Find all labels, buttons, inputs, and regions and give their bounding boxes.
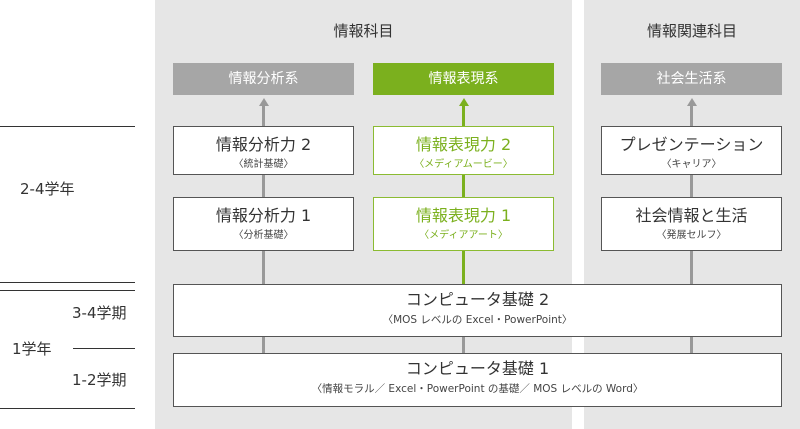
category-expression: 情報表現系: [373, 63, 554, 95]
course-computer-1-sub: 〈情報モラル／ Excel・PowerPoint の基礎／ MOS レベルの W…: [311, 383, 644, 395]
course-analysis-1-sub: 〈分析基礎〉: [233, 230, 294, 241]
course-expression-2: 情報表現力 2 〈メディアムービー〉: [373, 126, 554, 175]
connector-analysis-top: [262, 102, 265, 126]
course-computer-1: コンピュータ基礎 1 〈情報モラル／ Excel・PowerPoint の基礎／…: [173, 353, 782, 407]
connector-expression-low: [462, 251, 465, 284]
label-grade-1: 1学年: [12, 340, 52, 358]
divider-grade-1: [73, 348, 135, 349]
course-analysis-1-title: 情報分析力 1: [215, 206, 312, 225]
course-presentation-title: プレゼンテーション: [619, 135, 764, 154]
divider-bottom: [0, 408, 135, 409]
panel-info-title: 情報科目: [333, 22, 394, 40]
divider-grade-split-lower: [0, 290, 135, 291]
course-computer-2-sub: 〈MOS レベルの Excel・PowerPoint〉: [382, 314, 573, 326]
label-grade-2-4: 2-4学年: [20, 180, 75, 198]
course-presentation-sub: 〈キャリア〉: [661, 159, 722, 170]
arrow-up-expression-icon: [458, 98, 469, 106]
category-analysis: 情報分析系: [173, 63, 354, 95]
course-analysis-2-title: 情報分析力 2: [215, 135, 312, 154]
label-term-1-2: 1-2学期: [72, 371, 127, 389]
label-term-3-4: 3-4学期: [72, 304, 127, 322]
course-expression-2-title: 情報表現力 2: [415, 135, 512, 154]
course-analysis-2-sub: 〈統計基礎〉: [233, 159, 294, 170]
arrow-up-analysis-icon: [258, 98, 269, 106]
panel-related-title: 情報関連科目: [646, 22, 737, 40]
connector-expression-mid: [462, 175, 465, 197]
connector-social-low: [690, 251, 693, 284]
course-computer-2: コンピュータ基礎 2 〈MOS レベルの Excel・PowerPoint〉: [173, 284, 782, 337]
course-computer-2-title: コンピュータ基礎 2: [405, 290, 550, 309]
category-social: 社会生活系: [601, 63, 782, 95]
divider-top: [0, 126, 135, 127]
connector-social-top: [690, 102, 693, 126]
arrow-up-social-icon: [686, 98, 697, 106]
course-social-info-sub: 〈発展セルフ〉: [656, 230, 727, 241]
connector-analysis-low: [262, 251, 265, 284]
course-presentation: プレゼンテーション 〈キャリア〉: [601, 126, 782, 175]
connector-analysis-base: [262, 337, 265, 353]
course-social-info: 社会情報と生活 〈発展セルフ〉: [601, 197, 782, 251]
course-expression-1-sub: 〈メディアアート〉: [419, 230, 508, 241]
connector-expression-base: [462, 337, 465, 353]
course-expression-1: 情報表現力 1 〈メディアアート〉: [373, 197, 554, 251]
divider-grade-split-upper: [0, 282, 135, 283]
course-analysis-2: 情報分析力 2 〈統計基礎〉: [173, 126, 354, 175]
course-expression-1-title: 情報表現力 1: [415, 206, 512, 225]
connector-analysis-mid: [262, 175, 265, 197]
connector-social-mid: [690, 175, 693, 197]
course-expression-2-sub: 〈メディアムービー〉: [414, 159, 513, 170]
connector-social-base: [690, 337, 693, 353]
connector-expression-top: [462, 102, 465, 126]
course-analysis-1: 情報分析力 1 〈分析基礎〉: [173, 197, 354, 251]
course-social-info-title: 社会情報と生活: [635, 206, 748, 225]
course-computer-1-title: コンピュータ基礎 1: [405, 359, 550, 378]
